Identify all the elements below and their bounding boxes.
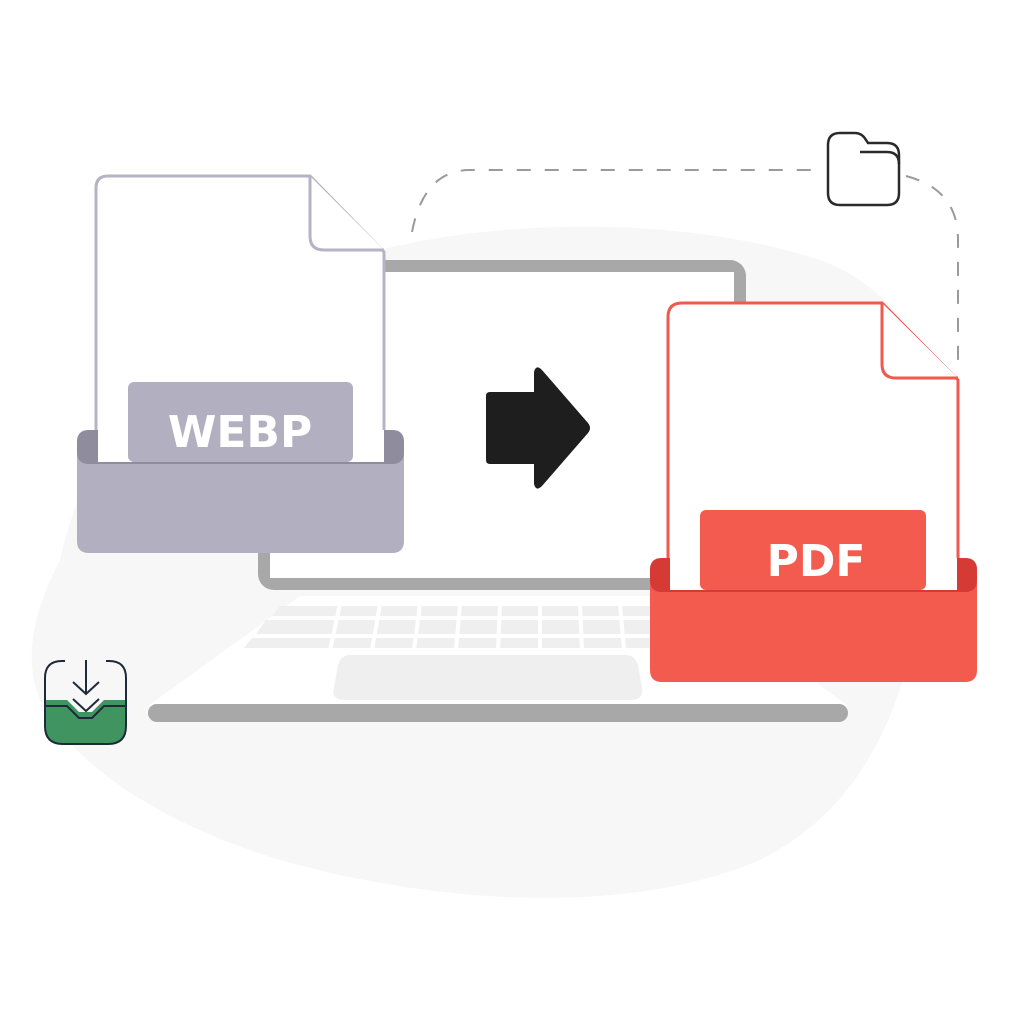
folder-icon	[826, 131, 901, 207]
trackpad	[333, 655, 643, 700]
convert-arrow-icon	[486, 367, 590, 489]
target-format-label: PDF	[767, 536, 866, 587]
source-format-badge	[128, 382, 353, 462]
target-format-badge	[700, 510, 926, 590]
download-icon	[44, 660, 127, 745]
dashed-connector-right	[905, 175, 959, 372]
source-file-webp: WEBP	[77, 174, 404, 553]
source-format-label: WEBP	[168, 407, 312, 458]
dashed-connector	[411, 169, 822, 233]
target-file-pdf: PDF	[650, 301, 977, 682]
